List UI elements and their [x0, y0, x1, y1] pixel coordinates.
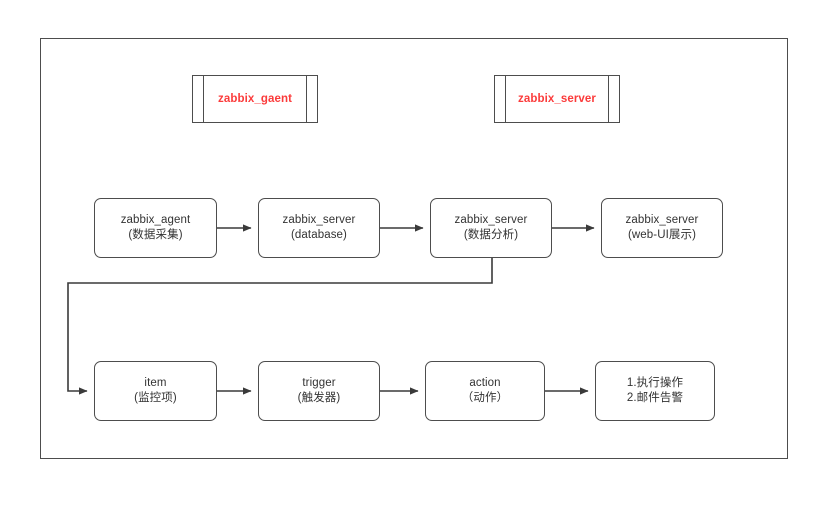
node-label: trigger (触发器)	[298, 376, 341, 406]
node-label-line1: zabbix_server	[282, 214, 356, 226]
node-trigger[interactable]: trigger (触发器)	[258, 361, 380, 421]
process-node-label: zabbix_server	[517, 92, 596, 105]
node-label-line2: (web-UI展示)	[627, 229, 697, 241]
node-label-line1: action	[469, 377, 501, 389]
node-label-line2: (数据分析)	[463, 229, 519, 241]
node-label: action （动作）	[462, 376, 508, 406]
process-node-zabbix-agent[interactable]: zabbix_gaent	[192, 75, 318, 123]
node-label-line1: 1.执行操作	[626, 377, 684, 389]
node-label-line1: zabbix_server	[625, 214, 699, 226]
process-node-zabbix-server[interactable]: zabbix_server	[494, 75, 620, 123]
process-right-bar	[608, 76, 609, 122]
node-item[interactable]: item (监控项)	[94, 361, 217, 421]
node-label-line2: (database)	[291, 229, 347, 241]
node-action[interactable]: action （动作）	[425, 361, 545, 421]
node-label-line2: (触发器)	[297, 392, 341, 404]
node-label: zabbix_server (数据分析)	[455, 213, 528, 243]
node-zabbix-server-webui[interactable]: zabbix_server (web-UI展示)	[601, 198, 723, 258]
node-label-line2: （动作）	[461, 392, 509, 404]
node-label-line1: zabbix_agent	[120, 214, 191, 226]
node-label: zabbix_agent (数据采集)	[121, 213, 191, 243]
node-zabbix-agent-collect[interactable]: zabbix_agent (数据采集)	[94, 198, 217, 258]
process-left-bar	[203, 76, 204, 122]
node-label: zabbix_server (web-UI展示)	[626, 213, 699, 243]
node-label: 1.执行操作 2.邮件告警	[627, 376, 683, 406]
node-label-line1: trigger	[302, 377, 336, 389]
node-label-line1: zabbix_server	[454, 214, 528, 226]
diagram-frame	[40, 38, 788, 459]
node-label-line1: item	[144, 377, 167, 389]
node-result-actions[interactable]: 1.执行操作 2.邮件告警	[595, 361, 715, 421]
process-node-label: zabbix_gaent	[217, 92, 293, 105]
node-label: zabbix_server (database)	[283, 213, 356, 243]
node-zabbix-server-database[interactable]: zabbix_server (database)	[258, 198, 380, 258]
node-label-line2: (数据采集)	[128, 229, 183, 241]
node-label-line2: (监控项)	[134, 392, 177, 404]
node-label-line2: 2.邮件告警	[626, 392, 684, 404]
node-label: item (监控项)	[134, 376, 177, 406]
process-left-bar	[505, 76, 506, 122]
process-right-bar	[306, 76, 307, 122]
node-zabbix-server-analysis[interactable]: zabbix_server (数据分析)	[430, 198, 552, 258]
